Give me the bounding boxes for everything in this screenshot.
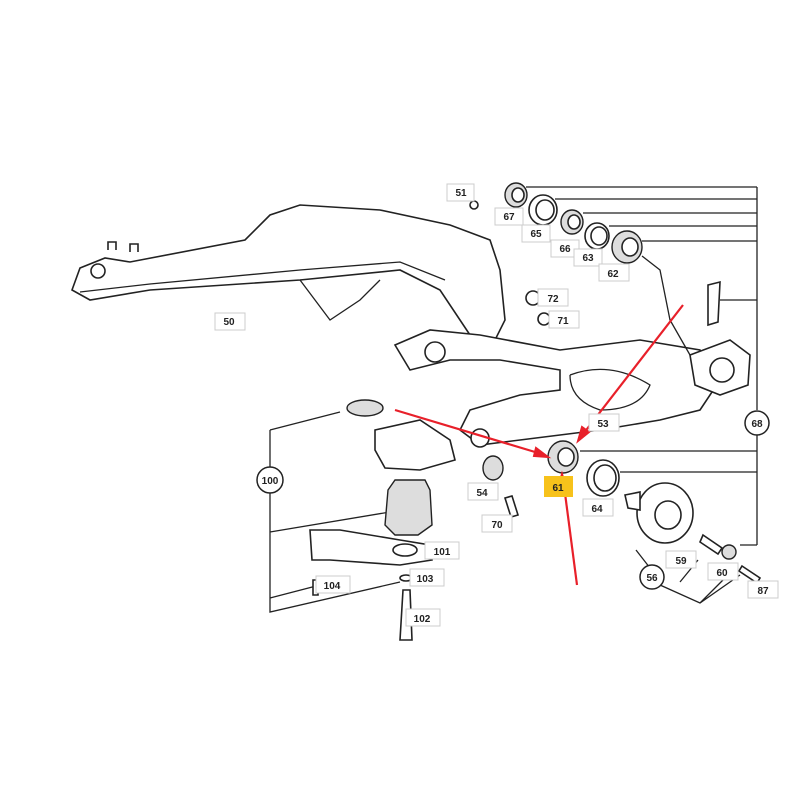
rubber-buffer xyxy=(346,399,384,417)
callout-54[interactable]: 54 xyxy=(467,482,499,501)
svg-text:59: 59 xyxy=(675,556,687,567)
callout-labels: 51 67 65 66 63 62 50 72 71 53 68 61 54 7… xyxy=(214,183,779,627)
bracket-plate xyxy=(707,280,721,327)
svg-text:63: 63 xyxy=(582,253,594,264)
callout-65[interactable]: 65 xyxy=(521,224,551,243)
seal-rings xyxy=(469,182,643,326)
wheel-hub xyxy=(624,482,762,585)
svg-text:56: 56 xyxy=(646,573,658,584)
callout-51[interactable]: 51 xyxy=(446,183,475,202)
svg-text:102: 102 xyxy=(414,614,431,625)
subframe-50 xyxy=(71,204,506,341)
callout-70[interactable]: 70 xyxy=(481,514,513,533)
svg-text:101: 101 xyxy=(434,547,451,558)
svg-text:72: 72 xyxy=(547,294,559,305)
bolt-70 xyxy=(503,495,520,518)
svg-text:54: 54 xyxy=(476,488,488,499)
svg-text:68: 68 xyxy=(751,419,763,430)
svg-text:62: 62 xyxy=(607,269,619,280)
svg-text:103: 103 xyxy=(417,574,434,585)
svg-text:100: 100 xyxy=(262,476,279,487)
svg-text:64: 64 xyxy=(591,504,603,515)
group-100-lines xyxy=(269,411,401,613)
callout-102[interactable]: 102 xyxy=(405,608,441,627)
callout-64[interactable]: 64 xyxy=(582,498,614,517)
callout-68[interactable]: 68 xyxy=(744,410,770,436)
svg-text:70: 70 xyxy=(491,520,503,531)
callout-61-highlighted[interactable]: 61 xyxy=(544,476,573,497)
callout-56[interactable]: 56 xyxy=(639,564,665,590)
svg-text:50: 50 xyxy=(223,317,235,328)
svg-text:60: 60 xyxy=(716,568,728,579)
svg-text:65: 65 xyxy=(530,229,542,240)
mount-100 xyxy=(384,479,433,536)
svg-text:53: 53 xyxy=(597,419,609,430)
callout-101[interactable]: 101 xyxy=(424,541,460,560)
callout-104[interactable]: 104 xyxy=(315,575,351,594)
callout-87[interactable]: 87 xyxy=(747,580,779,599)
callout-59[interactable]: 59 xyxy=(665,550,697,569)
svg-text:61: 61 xyxy=(552,483,564,494)
callout-103[interactable]: 103 xyxy=(409,568,445,587)
bushing-54 xyxy=(482,455,504,481)
svg-text:66: 66 xyxy=(559,244,571,255)
svg-text:51: 51 xyxy=(455,188,467,199)
leader-lines xyxy=(526,186,758,546)
mount-bracket xyxy=(374,419,456,471)
svg-text:87: 87 xyxy=(757,586,769,597)
trailing-arm-53 xyxy=(393,329,751,448)
callout-71[interactable]: 71 xyxy=(548,310,580,329)
callout-63[interactable]: 63 xyxy=(573,248,603,267)
svg-text:67: 67 xyxy=(503,212,515,223)
callout-100[interactable]: 100 xyxy=(256,466,284,494)
callout-50[interactable]: 50 xyxy=(214,312,246,331)
callout-62[interactable]: 62 xyxy=(598,263,630,282)
callout-60[interactable]: 60 xyxy=(707,562,739,581)
callout-53[interactable]: 53 xyxy=(588,413,620,432)
callout-67[interactable]: 67 xyxy=(494,207,524,226)
svg-text:71: 71 xyxy=(557,316,569,327)
svg-text:104: 104 xyxy=(324,581,341,592)
callout-72[interactable]: 72 xyxy=(537,288,569,307)
